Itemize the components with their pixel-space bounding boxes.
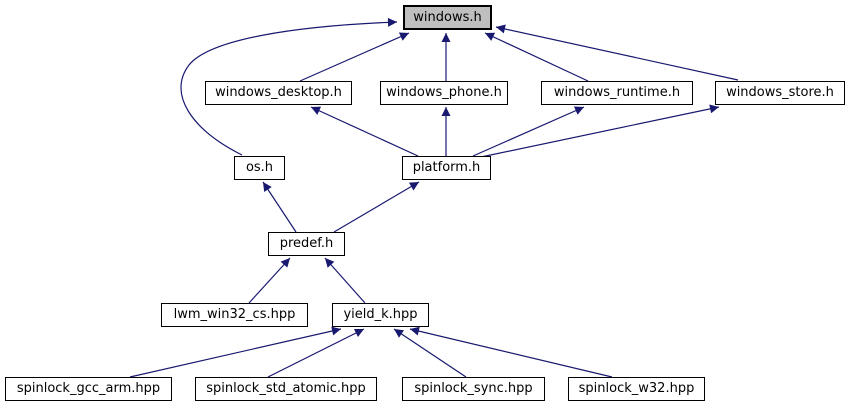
edge-predef_h-os_h: [262, 181, 297, 233]
edge-spinlock_w32_hpp-yield_k_hpp: [409, 326, 613, 378]
node-windows-runtime-h[interactable]: windows_runtime.h: [541, 81, 693, 105]
node-lwm-win32-cs-hpp[interactable]: lwm_win32_cs.hpp: [161, 303, 308, 327]
edge-spinlock_sync_hpp-yield_k_hpp: [393, 328, 467, 378]
edge-windows_store_h-windows_h: [495, 24, 739, 81]
node-platform-h[interactable]: platform.h: [402, 156, 491, 180]
edge-platform_h-windows_store_h: [480, 104, 720, 158]
node-windows-phone-h[interactable]: windows_phone.h: [380, 81, 508, 105]
node-spinlock-sync-hpp[interactable]: spinlock_sync.hpp: [402, 377, 545, 401]
edge-platform_h-windows_runtime_h: [472, 106, 585, 157]
node-spinlock-std-atomic-hpp[interactable]: spinlock_std_atomic.hpp: [195, 377, 377, 401]
node-predef-h[interactable]: predef.h: [268, 232, 345, 256]
edge-yield_k_hpp-predef_h: [324, 257, 366, 304]
edge-lwm_win32_cs_hpp-predef_h: [248, 257, 291, 304]
node-spinlock-w32-hpp[interactable]: spinlock_w32.hpp: [568, 377, 705, 401]
edge-windows_runtime_h-windows_h: [484, 32, 589, 82]
node-windows-h: windows.h: [403, 5, 492, 30]
node-spinlock-gcc-arm-hpp[interactable]: spinlock_gcc_arm.hpp: [5, 377, 172, 401]
node-os-h[interactable]: os.h: [234, 156, 285, 180]
edge-os_h-windows_h: [180, 17, 398, 156]
edge-spinlock_gcc_arm_hpp-yield_k_hpp: [129, 326, 342, 378]
node-windows-store-h[interactable]: windows_store.h: [715, 81, 845, 105]
edge-predef_h-platform_h: [333, 181, 420, 233]
node-windows-desktop-h[interactable]: windows_desktop.h: [205, 81, 352, 105]
edge-platform_h-windows_desktop_h: [310, 106, 419, 157]
edge-spinlock_std_atomic_hpp-yield_k_hpp: [267, 328, 365, 378]
edge-windows_desktop_h-windows_h: [299, 32, 410, 82]
node-yield-k-hpp[interactable]: yield_k.hpp: [332, 303, 429, 327]
